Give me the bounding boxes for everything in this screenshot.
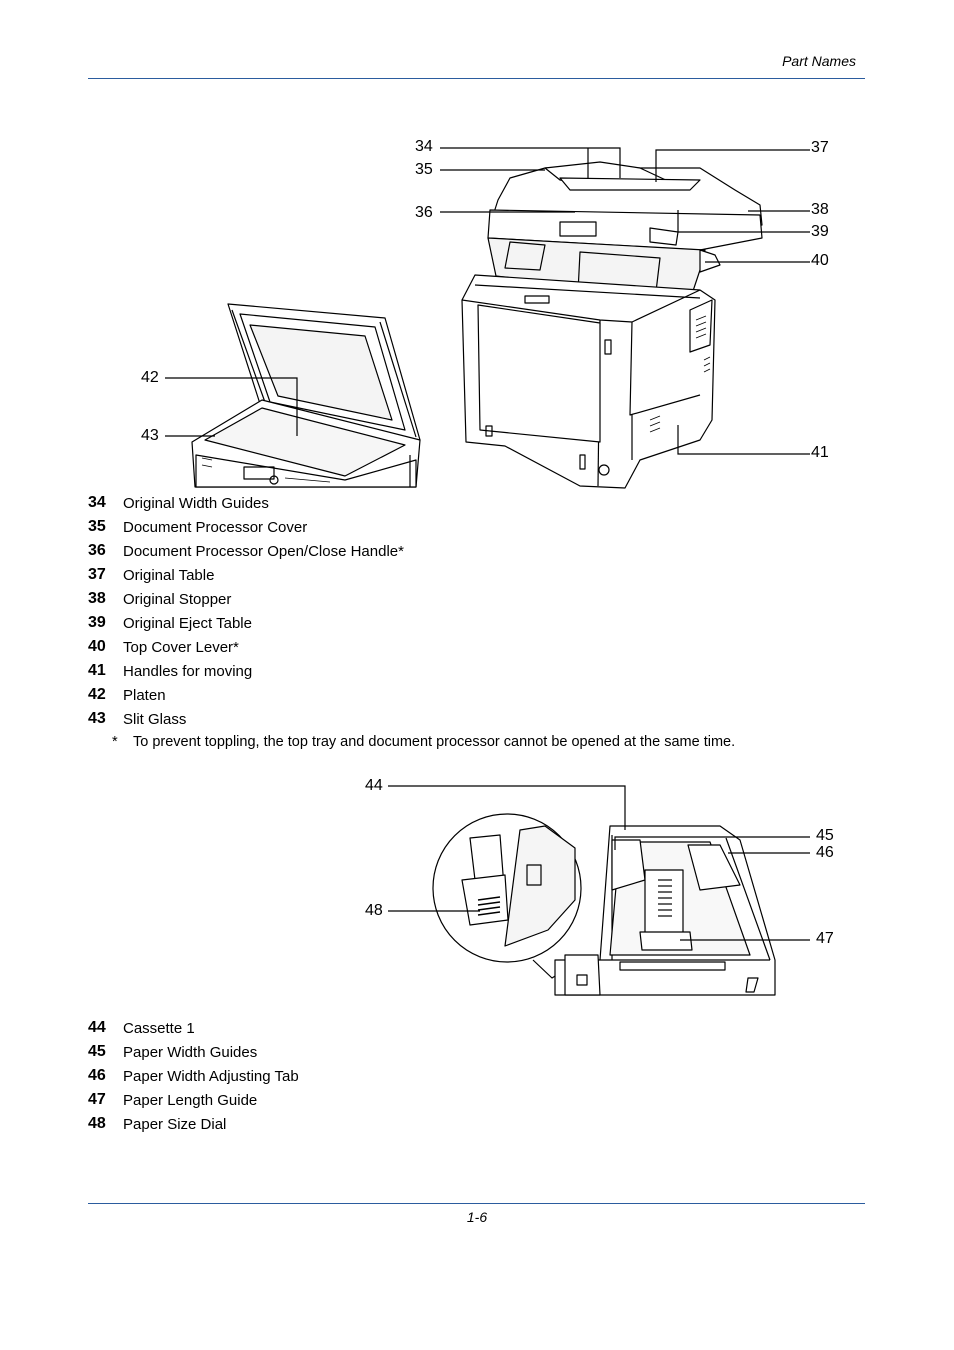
legend-label: Original Table — [123, 567, 215, 584]
callout-37: 37 — [811, 139, 829, 156]
platen-open-illustration — [191, 303, 421, 488]
printer-illustration — [165, 147, 810, 489]
callout-48: 48 — [365, 902, 383, 919]
legend-label: Platen — [123, 687, 166, 704]
legend-label: Top Cover Lever* — [123, 639, 239, 656]
legend-number: 38 — [88, 590, 106, 607]
figure2-leader-lines — [388, 785, 810, 941]
legend-number: 47 — [88, 1091, 106, 1108]
legend-label: Handles for moving — [123, 663, 253, 680]
legend-label: Paper Width Guides — [123, 1044, 258, 1061]
cassette-illustration — [388, 785, 810, 996]
callout-41: 41 — [811, 444, 829, 461]
callout-45: 45 — [816, 827, 834, 844]
footer-rule — [88, 1203, 865, 1204]
legend-label: Original Width Guides — [123, 495, 269, 512]
callout-47: 47 — [816, 930, 834, 947]
legend-label: Paper Length Guide — [123, 1092, 258, 1109]
legend-number: 42 — [88, 686, 106, 703]
legend-number: 34 — [88, 494, 106, 511]
legend-label: Original Eject Table — [123, 615, 252, 632]
callout-42: 42 — [141, 369, 159, 386]
legend-number: 35 — [88, 518, 106, 535]
legend-label: Document Processor Cover — [123, 519, 308, 536]
legend-label: Paper Width Adjusting Tab — [123, 1068, 299, 1085]
paper-size-dial-closeup — [432, 813, 582, 979]
footnote-asterisk: * — [112, 734, 118, 750]
legend-number: 44 — [88, 1019, 106, 1036]
figure1-leader-lines — [165, 147, 810, 455]
legend-label: Cassette 1 — [123, 1020, 195, 1037]
legend-number: 40 — [88, 638, 106, 655]
callout-43: 43 — [141, 427, 159, 444]
header-rule — [88, 78, 865, 79]
callout-36: 36 — [415, 204, 433, 221]
legend-number: 36 — [88, 542, 106, 559]
callout-39: 39 — [811, 223, 829, 240]
legend-label: Document Processor Open/Close Handle* — [123, 543, 404, 560]
legend-number: 48 — [88, 1115, 106, 1132]
legend-label: Slit Glass — [123, 711, 187, 728]
callout-35: 35 — [415, 161, 433, 178]
legend-number: 43 — [88, 710, 106, 727]
legend-label: Original Stopper — [123, 591, 232, 608]
legend-number: 46 — [88, 1067, 106, 1084]
printer-body-illustration — [461, 161, 763, 489]
page-number: 1-6 — [466, 1209, 488, 1225]
running-header: Part Names — [782, 53, 856, 69]
callout-46: 46 — [816, 844, 834, 861]
callout-44: 44 — [365, 777, 383, 794]
legend-number: 41 — [88, 662, 106, 679]
legend-number: 37 — [88, 566, 106, 583]
legend-number: 45 — [88, 1043, 106, 1060]
callout-38: 38 — [811, 201, 829, 218]
legend-label: Paper Size Dial — [123, 1116, 227, 1133]
legend-number: 39 — [88, 614, 106, 631]
footnote-text: To prevent toppling, the top tray and do… — [133, 734, 736, 750]
callout-34: 34 — [415, 138, 433, 155]
cassette-body — [554, 825, 776, 996]
callout-40: 40 — [811, 252, 829, 269]
